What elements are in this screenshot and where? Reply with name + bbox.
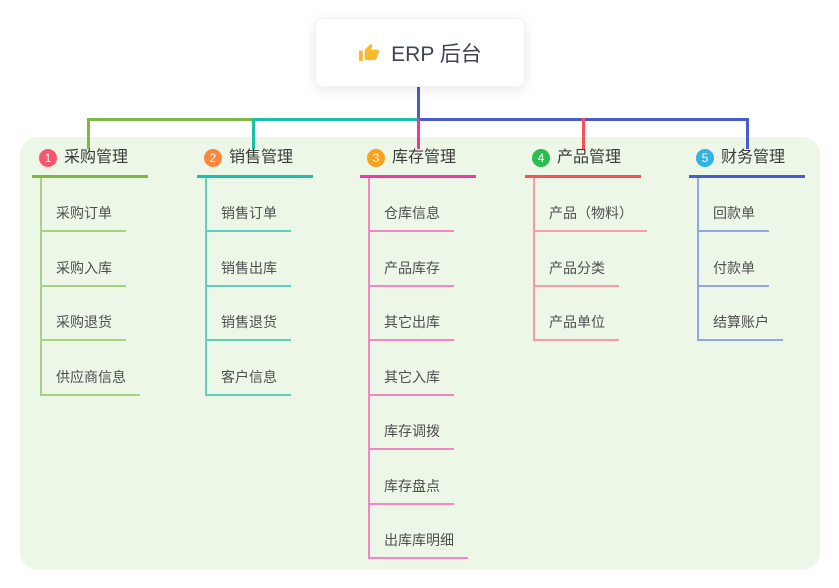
leaf-node-inventory-6[interactable]: 出库库明细 xyxy=(368,530,468,559)
branch-child-line-inventory xyxy=(368,178,370,559)
branch-connector-drop-sales xyxy=(252,118,255,149)
connector-segment-teal xyxy=(252,118,418,121)
leaf-node-sales-1[interactable]: 销售出库 xyxy=(205,258,291,287)
branch-child-line-product xyxy=(533,178,535,341)
leaf-node-product-0[interactable]: 产品（物料） xyxy=(533,203,647,232)
branch-number-badge: 4 xyxy=(532,149,550,167)
leaf-node-purchase-3[interactable]: 供应商信息 xyxy=(40,367,140,396)
branch-node-sales[interactable]: 2 销售管理 xyxy=(197,148,313,178)
leaf-node-sales-0[interactable]: 销售订单 xyxy=(205,203,291,232)
branch-connector-drop-purchase xyxy=(87,118,90,149)
leaf-node-finance-0[interactable]: 回款单 xyxy=(697,203,769,232)
leaf-node-sales-2[interactable]: 销售退货 xyxy=(205,312,291,341)
root-node-label: ERP 后台 xyxy=(391,42,482,66)
branch-node-inventory[interactable]: 3 库存管理 xyxy=(360,148,476,178)
branch-connector-drop-product xyxy=(582,118,585,149)
root-connector-line xyxy=(417,85,420,121)
branch-node-label: 采购管理 xyxy=(64,149,129,166)
branch-number-badge: 5 xyxy=(696,149,714,167)
leaf-node-product-2[interactable]: 产品单位 xyxy=(533,312,619,341)
branch-node-label: 产品管理 xyxy=(557,149,622,166)
branch-node-finance[interactable]: 5 财务管理 xyxy=(689,148,805,178)
leaf-node-finance-2[interactable]: 结算账户 xyxy=(697,312,783,341)
thumbs-up-icon xyxy=(359,44,380,62)
leaf-node-inventory-3[interactable]: 其它入库 xyxy=(368,367,454,396)
leaf-node-inventory-0[interactable]: 仓库信息 xyxy=(368,203,454,232)
branch-node-label: 库存管理 xyxy=(392,149,457,166)
leaf-node-finance-1[interactable]: 付款单 xyxy=(697,258,769,287)
branch-node-purchase[interactable]: 1 采购管理 xyxy=(32,148,148,178)
leaf-node-inventory-2[interactable]: 其它出库 xyxy=(368,312,454,341)
branch-number-badge: 1 xyxy=(39,149,57,167)
leaf-node-inventory-4[interactable]: 库存调拨 xyxy=(368,421,454,450)
leaf-node-inventory-1[interactable]: 产品库存 xyxy=(368,258,454,287)
branch-node-product[interactable]: 4 产品管理 xyxy=(525,148,641,178)
branch-node-label: 销售管理 xyxy=(229,149,294,166)
branch-node-label: 财务管理 xyxy=(721,149,786,166)
branch-connector-drop-inventory xyxy=(417,118,420,149)
leaf-node-purchase-0[interactable]: 采购订单 xyxy=(40,203,126,232)
leaf-node-inventory-5[interactable]: 库存盘点 xyxy=(368,476,454,505)
leaf-node-product-1[interactable]: 产品分类 xyxy=(533,258,619,287)
branch-connector-drop-finance xyxy=(746,118,749,149)
branch-number-badge: 2 xyxy=(204,149,222,167)
branch-number-badge: 3 xyxy=(367,149,385,167)
root-node[interactable]: ERP 后台 xyxy=(315,18,525,87)
leaf-node-purchase-2[interactable]: 采购退货 xyxy=(40,312,126,341)
leaf-node-purchase-1[interactable]: 采购入库 xyxy=(40,258,126,287)
branches-background-panel xyxy=(20,137,820,570)
branch-child-line-finance xyxy=(697,178,699,341)
leaf-node-sales-3[interactable]: 客户信息 xyxy=(205,367,291,396)
connector-segment-green xyxy=(87,118,253,121)
